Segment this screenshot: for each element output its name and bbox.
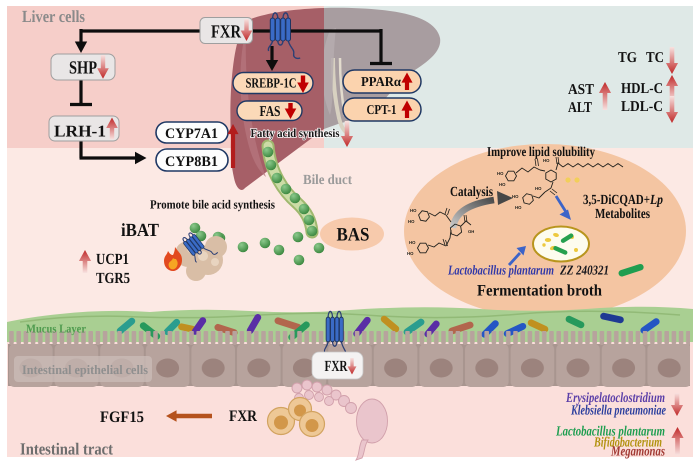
svg-text:HDL-C: HDL-C <box>621 81 663 97</box>
svg-text:ZZ 240321: ZZ 240321 <box>559 263 609 278</box>
svg-text:FAS: FAS <box>260 104 281 120</box>
svg-text:Lactobacillus plantarum: Lactobacillus plantarum <box>447 263 554 278</box>
svg-text:TG: TG <box>618 50 637 66</box>
svg-text:SHP: SHP <box>69 58 97 78</box>
svg-text:HO: HO <box>512 194 519 199</box>
svg-text:HO: HO <box>515 205 522 210</box>
svg-text:Klebsiella pneumoniae: Klebsiella pneumoniae <box>570 404 666 419</box>
svg-text:HO: HO <box>407 251 414 256</box>
svg-text:Megamonas: Megamonas <box>610 445 665 460</box>
svg-text:CPT-1: CPT-1 <box>367 102 397 117</box>
svg-text:Fatty acid synthesis: Fatty acid synthesis <box>251 126 340 140</box>
svg-text:Mucus Layer: Mucus Layer <box>26 322 87 336</box>
svg-text:HO: HO <box>499 182 506 187</box>
svg-text:HO: HO <box>543 158 550 163</box>
svg-text:Liver cells: Liver cells <box>22 7 85 26</box>
svg-text:Fermentation broth: Fermentation broth <box>477 283 602 300</box>
svg-text:Catalysis: Catalysis <box>450 185 493 200</box>
svg-text:Bifidobacterium: Bifidobacterium <box>593 436 662 451</box>
svg-text:CYP7A1: CYP7A1 <box>165 126 218 142</box>
svg-text:PPARα: PPARα <box>361 74 401 89</box>
svg-text:Promote bile acid synthesis: Promote bile acid synthesis <box>150 198 275 212</box>
svg-text:Intestinal tract: Intestinal tract <box>20 440 113 459</box>
svg-text:LDL-C: LDL-C <box>621 99 663 115</box>
svg-text:Bile duct: Bile duct <box>303 173 352 188</box>
svg-text:Metabolites: Metabolites <box>595 207 650 222</box>
svg-text:iBAT: iBAT <box>121 221 160 241</box>
svg-text:TC: TC <box>646 50 664 66</box>
svg-text:Improve lipid solubility: Improve lipid solubility <box>487 144 595 159</box>
svg-text:FGF15: FGF15 <box>100 409 144 426</box>
svg-text:3,5-DiCQAD+: 3,5-DiCQAD+ <box>583 193 650 208</box>
svg-text:HO: HO <box>410 208 417 213</box>
svg-text:BAS: BAS <box>337 225 370 246</box>
svg-text:HO: HO <box>408 219 415 224</box>
svg-text:HO: HO <box>497 171 504 176</box>
svg-text:FXR: FXR <box>211 22 241 42</box>
svg-text:CYP8B1: CYP8B1 <box>165 154 218 170</box>
svg-text:TGR5: TGR5 <box>96 270 130 287</box>
svg-text:UCP1: UCP1 <box>96 251 129 268</box>
svg-text:Intestinal epithelial cells: Intestinal epithelial cells <box>22 362 148 377</box>
svg-text:FXR: FXR <box>229 408 257 425</box>
svg-text:SREBP-1C: SREBP-1C <box>246 76 297 91</box>
svg-text:ALT: ALT <box>568 100 592 116</box>
svg-text:HO: HO <box>409 240 416 245</box>
svg-text:Lactobacillus plantarum: Lactobacillus plantarum <box>555 425 665 440</box>
svg-text:OH: OH <box>468 229 474 234</box>
svg-text:AST: AST <box>568 82 594 98</box>
svg-text:FXR: FXR <box>325 358 349 375</box>
svg-text:Erysipelatoclostridium: Erysipelatoclostridium <box>565 391 665 406</box>
svg-text:LRH-1: LRH-1 <box>54 122 106 141</box>
svg-text:Lp: Lp <box>649 193 663 208</box>
svg-text:HO: HO <box>535 186 542 191</box>
